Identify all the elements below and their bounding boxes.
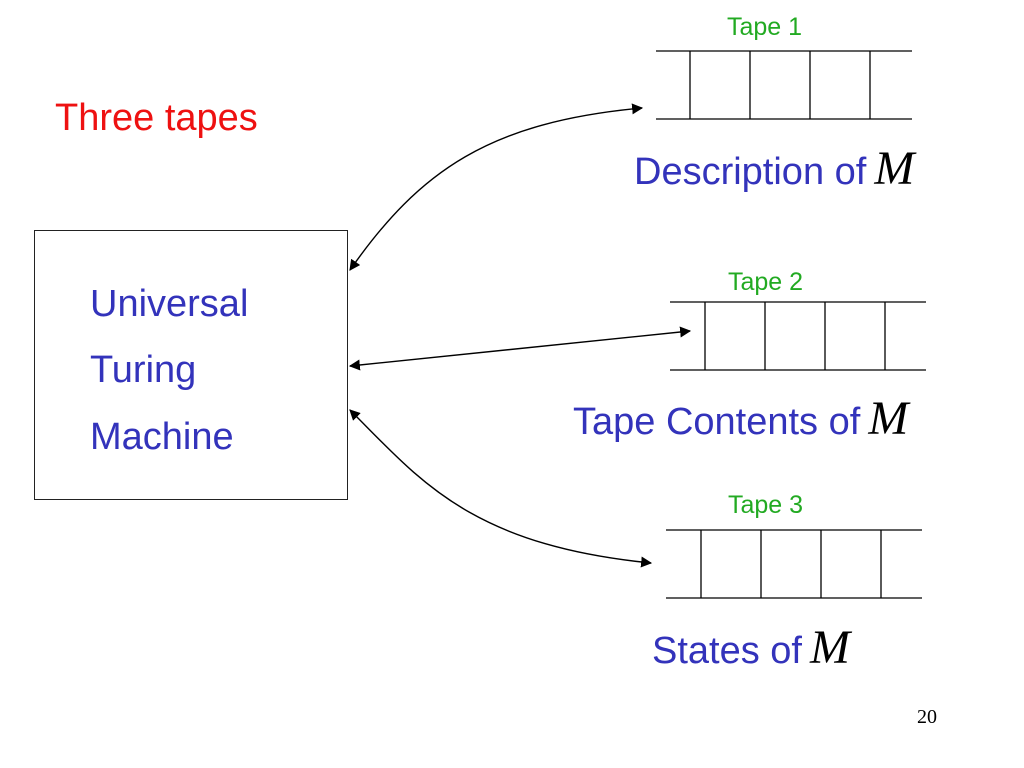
arrow-machine-to-tape-1 (349, 103, 644, 271)
tape-2-machine-variable: M (868, 392, 909, 445)
tape-1-label: Tape 1 (727, 13, 803, 41)
arrow-machine-to-tape-2 (348, 326, 692, 371)
slide-title: Three tapes (55, 97, 258, 139)
tape-1-machine-variable: M (874, 142, 915, 195)
tape-3-machine-variable: M (809, 621, 850, 674)
tape-1-description-text: Description of (634, 151, 867, 193)
machine-label-line-3: Machine (90, 416, 234, 458)
tape-3-cells (666, 529, 922, 599)
arrow-machine-to-tape-3 (349, 409, 653, 568)
tape-3-label: Tape 3 (728, 491, 804, 519)
tape-3-description-text: States of (652, 630, 802, 672)
tape-2-label: Tape 2 (728, 268, 804, 296)
tape-2-cells (670, 301, 926, 371)
machine-label-line-2: Turing (90, 349, 197, 391)
machine-label-line-1: Universal (90, 283, 249, 325)
tape-2-description-text: Tape Contents of (573, 401, 861, 443)
universal-turing-machine-box: Universal Turing Machine (34, 230, 348, 500)
page-number: 20 (917, 706, 937, 728)
tape-1-cells (656, 50, 912, 120)
